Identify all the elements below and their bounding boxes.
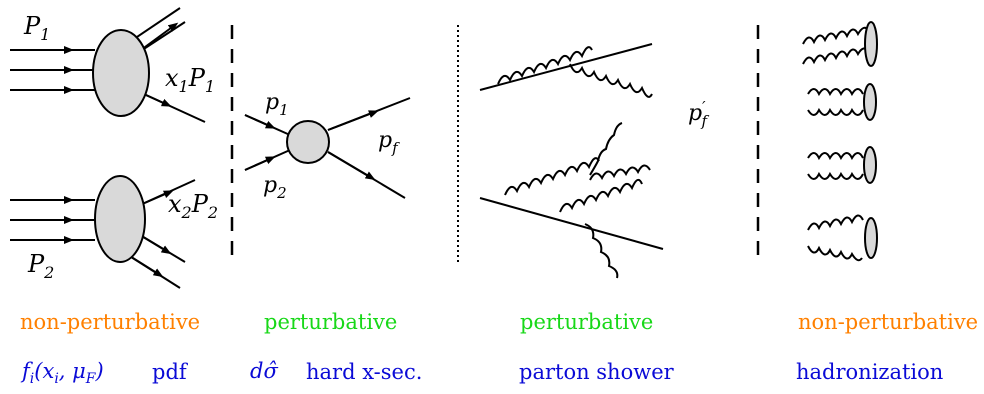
- gluon-coil: [807, 171, 864, 180]
- hard-vertex-blob: [286, 120, 330, 164]
- gluon-coil: [802, 47, 869, 65]
- hadron-blob-1: [864, 21, 878, 67]
- gluon-coil: [807, 88, 864, 97]
- caption-col3-stage: perturbative: [520, 310, 654, 334]
- label-p1: p1: [265, 90, 289, 119]
- label-pf: pf: [378, 128, 400, 157]
- label-P1: P1: [23, 12, 50, 44]
- caption-col2-stage: perturbative: [264, 310, 398, 334]
- proton-2-group: [10, 179, 196, 289]
- label-x2P2: x2P2: [168, 190, 218, 222]
- caption-col2-desc: hard x-sec.: [306, 360, 423, 384]
- hadron-blob-2: [863, 83, 877, 121]
- hard-process: [244, 97, 411, 199]
- label-P2: P2: [27, 250, 54, 282]
- caption-col2-formula: dσ̂: [250, 359, 278, 383]
- hadron-blob-3: [863, 146, 877, 184]
- caption-col4-stage: non-perturbative: [798, 310, 979, 334]
- caption-col4-desc: hadronization: [796, 360, 944, 384]
- gluon-coil: [807, 245, 863, 262]
- caption-col1-desc: pdf: [152, 360, 187, 384]
- gluon-coil: [807, 214, 864, 231]
- caption-col1-formula: fi(xi, μF): [22, 359, 104, 388]
- pdf-blob-2: [94, 175, 146, 263]
- gluon-coil: [497, 46, 593, 85]
- label-pfprime: p′f: [688, 98, 710, 130]
- gluon-coil: [807, 152, 864, 161]
- gluon-coil: [559, 178, 643, 213]
- gluon-coil: [569, 63, 653, 98]
- parton-shower: [479, 43, 664, 279]
- label-x1P1: x1P1: [165, 64, 215, 96]
- gluon-coil: [802, 26, 869, 45]
- gluon-coil: [589, 122, 623, 176]
- gluon-coil: [807, 107, 864, 116]
- caption-col1-stage: non-perturbative: [20, 310, 201, 334]
- hadron-blob-4: [864, 217, 878, 259]
- caption-col3-desc: parton shower: [519, 360, 674, 384]
- label-p2: p2: [263, 173, 287, 202]
- pdf-blob-1: [92, 29, 150, 117]
- gluon-coil: [584, 223, 619, 279]
- gluon-coil: [589, 164, 651, 181]
- gluon-coil: [504, 157, 600, 196]
- hadronization: [802, 26, 869, 262]
